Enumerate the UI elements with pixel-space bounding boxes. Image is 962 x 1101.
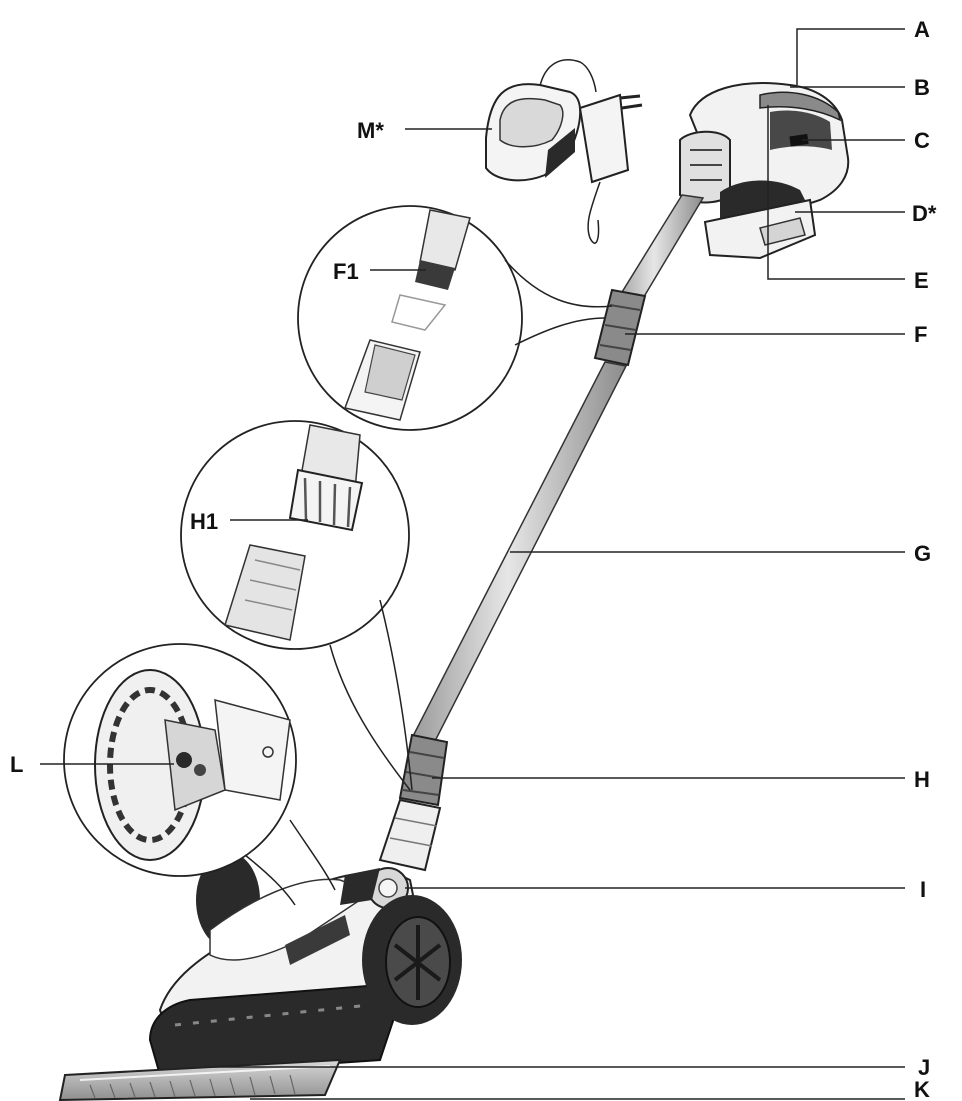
charger — [485, 59, 643, 244]
label-l: L — [10, 752, 23, 777]
label-h1: H1 — [190, 509, 218, 534]
callout-labels: A B C D* E F G H I J K L M* F1 H1 — [10, 17, 937, 1101]
label-h: H — [914, 767, 930, 792]
label-j: J — [918, 1055, 930, 1080]
base-unit — [58, 852, 462, 1101]
label-c: C — [914, 128, 930, 153]
label-b: B — [914, 75, 930, 100]
label-i: I — [920, 877, 926, 902]
handle — [679, 82, 850, 212]
detail-l — [63, 643, 336, 906]
label-e: E — [914, 268, 929, 293]
pole — [378, 194, 705, 872]
label-a: A — [914, 17, 930, 42]
label-d: D* — [912, 201, 937, 226]
leader-lines — [40, 28, 905, 1100]
detail-h1 — [180, 420, 413, 791]
label-g: G — [914, 541, 931, 566]
label-f: F — [914, 322, 927, 347]
label-f1: F1 — [333, 259, 359, 284]
detail-f1 — [297, 205, 613, 431]
label-m: M* — [357, 118, 384, 143]
label-k: K — [914, 1077, 930, 1101]
battery — [703, 180, 817, 260]
